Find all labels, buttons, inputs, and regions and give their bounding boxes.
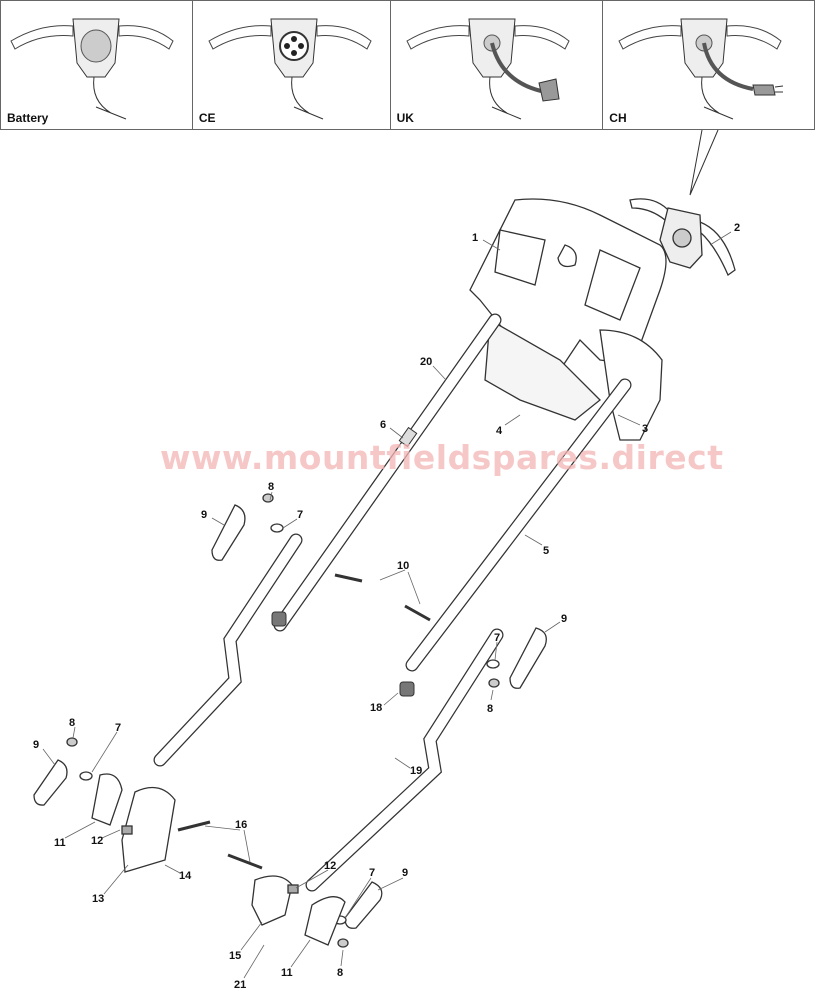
callout-12: 12 <box>324 860 336 872</box>
variant-label: Battery <box>7 111 49 125</box>
variant-panels: Battery CE UK <box>0 0 815 130</box>
callout-3: 3 <box>642 423 648 435</box>
callout-8: 8 <box>268 481 274 493</box>
variant-label: UK <box>396 111 414 125</box>
callout-7: 7 <box>369 867 375 879</box>
callout-8: 8 <box>337 967 343 979</box>
callout-18: 18 <box>370 702 382 714</box>
callout-11: 11 <box>54 837 66 849</box>
part-clamp-levers <box>33 493 547 948</box>
callout-10: 10 <box>397 560 409 572</box>
callout-7: 7 <box>297 509 303 521</box>
part-tubes <box>153 313 632 892</box>
variant-label: CE <box>198 111 216 125</box>
callout-9: 9 <box>402 867 408 879</box>
callout-4: 4 <box>496 425 503 437</box>
variant-panel-battery: Battery <box>1 1 193 129</box>
callout-labels: 1 2 20 4 6 3 8 9 7 5 10 9 7 8 18 8 7 9 1… <box>33 222 740 991</box>
callout-7: 7 <box>494 632 500 644</box>
callout-9: 9 <box>561 613 567 625</box>
callout-1: 1 <box>472 232 478 244</box>
ce-switch-box-illustration <box>208 18 372 120</box>
variant-panel-ch: CH <box>603 1 814 129</box>
callout-9: 9 <box>201 509 207 521</box>
variant-label: CH <box>609 111 627 125</box>
variant-panel-uk: UK <box>391 1 604 129</box>
detail-pointer <box>689 129 719 196</box>
ch-switch-box-illustration <box>618 18 784 120</box>
callout-8: 8 <box>487 703 493 715</box>
callout-9: 9 <box>33 739 39 751</box>
part-brackets <box>91 773 346 946</box>
callout-11: 11 <box>281 967 293 979</box>
callout-19: 19 <box>410 765 422 777</box>
part-switch-box <box>629 198 736 276</box>
callout-16: 16 <box>235 819 247 831</box>
callout-7: 7 <box>115 722 121 734</box>
callout-2: 2 <box>734 222 740 234</box>
battery-switch-box-illustration <box>10 18 174 120</box>
callout-21: 21 <box>234 979 246 991</box>
callout-8: 8 <box>69 717 75 729</box>
leader-lines <box>42 231 732 979</box>
callout-15: 15 <box>229 950 241 962</box>
callout-20: 20 <box>420 356 432 368</box>
callout-13: 13 <box>92 893 104 905</box>
variant-panel-ce: CE <box>193 1 391 129</box>
part-bolts <box>177 573 431 870</box>
callout-6: 6 <box>380 419 386 431</box>
uk-switch-box-illustration <box>405 18 570 120</box>
watermark: www.mountfieldspares.direct <box>160 438 724 477</box>
callout-5: 5 <box>543 545 549 557</box>
callout-12: 12 <box>91 835 103 847</box>
callout-14: 14 <box>179 870 192 882</box>
